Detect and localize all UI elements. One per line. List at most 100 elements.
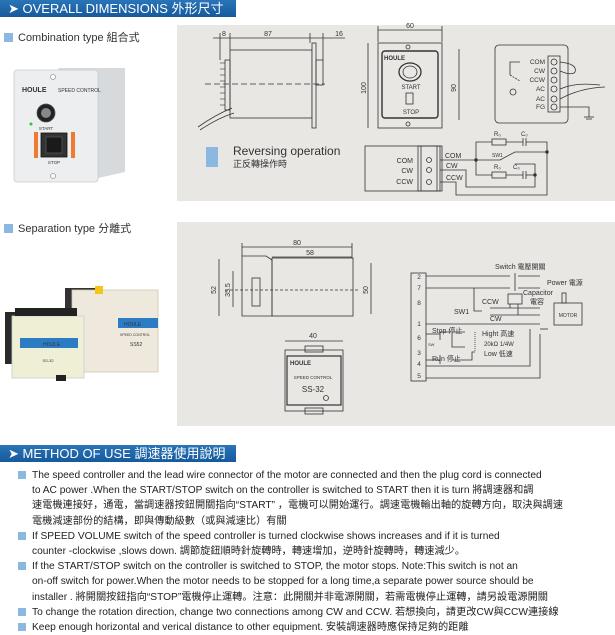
separation-side-view: 80 58 52 35.5 50 (211, 240, 372, 317)
svg-text:80: 80 (293, 240, 301, 247)
text-line: 速電機連接好，通電，當調速器按鈕開關指向“START” ，電機可以開始運行。調速… (32, 500, 564, 512)
svg-text:HOULE: HOULE (384, 56, 405, 62)
text-line: 電機減速部份的結構，即與傳動級數（或與減速比）有關 (32, 515, 287, 527)
bullet-square-icon (18, 531, 26, 540)
svg-text:35.5: 35.5 (225, 283, 232, 297)
svg-text:CW: CW (490, 316, 502, 323)
svg-text:20kΩ 1/4W: 20kΩ 1/4W (484, 342, 514, 348)
combination-side-view: 8 87 16 (197, 31, 345, 131)
svg-text:Run 停止: Run 停止 (432, 354, 461, 363)
list-item: To change the rotation direction, change… (18, 605, 615, 620)
svg-text:58: 58 (306, 250, 314, 257)
bullet-square-icon (18, 607, 26, 616)
reversing-wiring-diagram: COM CW CCW COM CW CCW R₀ C₀ R₀ C₀ SW1 (364, 132, 549, 196)
list-item: If SPEED VOLUME switch of the speed cont… (18, 529, 615, 559)
svg-text:2: 2 (417, 274, 421, 281)
svg-text:Capacitor: Capacitor (523, 290, 554, 297)
svg-text:3: 3 (417, 350, 421, 357)
svg-text:8: 8 (222, 31, 226, 38)
svg-text:CW: CW (401, 168, 413, 175)
svg-text:1: 1 (417, 321, 421, 328)
text-line: Keep enough horizontal and verical dista… (32, 622, 469, 634)
svg-text:C₀: C₀ (521, 132, 528, 138)
svg-text:Hight 高速: Hight 高速 (482, 329, 514, 338)
separation-controller-photo: HOULE SPEED CONTROL SS52 HOULE SS-32 (5, 286, 159, 381)
svg-text:AC: AC (536, 86, 545, 93)
bullet-square-icon (18, 471, 26, 479)
bullet-square-icon (18, 562, 26, 571)
svg-text:Switch 電壓開關: Switch 電壓開關 (495, 263, 546, 271)
terminal-block-diagram: COM CW CCW AC AC FG (494, 44, 606, 124)
svg-text:FG: FG (536, 104, 545, 111)
separation-front-view: 40 HOULE SPEED CONTROL SS-32 (284, 333, 344, 415)
list-item: The speed controller and the lead wire c… (18, 468, 615, 529)
svg-text:7: 7 (417, 285, 421, 292)
section-header-method: ➤ METHOD OF USE 調速器使用說明 (0, 445, 236, 462)
svg-text:HOULE: HOULE (22, 87, 47, 94)
svg-text:R₀: R₀ (494, 132, 501, 138)
combination-controller-photo: HOULE SPEED CONTROL START STOP (13, 68, 125, 183)
svg-text:C₀: C₀ (513, 165, 520, 171)
text-line: If the START/STOP switch on the controll… (32, 561, 518, 573)
svg-text:52: 52 (211, 286, 218, 294)
svg-text:R₀: R₀ (494, 165, 501, 171)
svg-text:CCW: CCW (482, 299, 499, 306)
svg-text:COM: COM (397, 158, 414, 165)
svg-text:STOP: STOP (48, 160, 60, 165)
svg-text:SS52: SS52 (130, 342, 142, 348)
text-line: counter -clockwise ,slows down. 調節旋鈕順時針旋… (32, 546, 466, 558)
svg-text:CW: CW (534, 68, 546, 75)
svg-text:COM: COM (445, 153, 462, 160)
svg-text:SPEED CONTROL: SPEED CONTROL (58, 88, 101, 94)
bullet-square-icon (4, 33, 13, 42)
label-text: Combination type 組合式 (18, 32, 140, 44)
svg-text:SW: SW (428, 342, 435, 347)
svg-text:SW1: SW1 (492, 153, 503, 159)
svg-text:COM: COM (530, 59, 545, 66)
svg-text:START: START (401, 85, 420, 91)
bullet-square-icon (4, 224, 13, 233)
text-line: on-off switch for power.When the motor n… (32, 576, 534, 588)
svg-text:16: 16 (335, 31, 343, 38)
section-header-dimensions: ➤ OVERALL DIMENSIONS 外形尺寸 (0, 0, 236, 17)
svg-text:87: 87 (264, 31, 272, 38)
svg-text:8: 8 (417, 300, 421, 307)
separation-type-label: Separation type 分離式 (4, 220, 131, 236)
separation-wiring-diagram: 2 7 8 1 6 3 4 5 MOTOR Switch 電壓開關 Power … (410, 263, 583, 382)
svg-text:50: 50 (363, 286, 370, 294)
blue-marker-icon (206, 147, 218, 167)
svg-text:4: 4 (417, 361, 421, 368)
method-of-use-list: The speed controller and the lead wire c… (18, 468, 615, 635)
svg-text:60: 60 (406, 23, 414, 30)
list-item: If the START/STOP switch on the controll… (18, 559, 615, 605)
svg-text:90: 90 (451, 84, 458, 92)
combination-type-label: Combination type 組合式 (4, 29, 140, 45)
svg-text:HOULE: HOULE (43, 342, 61, 348)
svg-text:Stop 停止: Stop 停止 (432, 326, 462, 335)
svg-text:AC: AC (536, 96, 545, 103)
svg-text:CCW: CCW (529, 77, 545, 84)
svg-text:HOULE: HOULE (290, 361, 311, 367)
svg-text:CCW: CCW (446, 175, 463, 182)
combination-front-view: HOULE START STOP 60 100 90 (361, 23, 460, 129)
text-line: The speed controller and the lead wire c… (32, 470, 542, 481)
text-line: to AC power .When the START/STOP switch … (32, 485, 534, 497)
svg-text:40: 40 (309, 333, 317, 340)
svg-text:SW1: SW1 (454, 309, 469, 316)
reversing-subtitle: 正反轉操作時 (233, 158, 287, 169)
svg-text:SPEED CONTROL: SPEED CONTROL (120, 333, 150, 337)
svg-text:100: 100 (361, 82, 368, 94)
text-line: If SPEED VOLUME switch of the speed cont… (32, 530, 500, 542)
svg-text:5: 5 (417, 373, 421, 380)
svg-text:6: 6 (417, 335, 421, 342)
svg-text:STOP: STOP (403, 110, 419, 116)
svg-text:電容: 電容 (530, 297, 544, 306)
combination-diagram-panel (177, 25, 615, 201)
text-line: To change the rotation direction, change… (32, 606, 559, 618)
svg-text:Power 電源: Power 電源 (547, 278, 583, 287)
bullet-square-icon (18, 623, 26, 632)
svg-text:SS-32: SS-32 (302, 385, 325, 394)
list-item: Keep enough horizontal and verical dista… (18, 620, 615, 635)
svg-text:START: START (39, 126, 54, 131)
